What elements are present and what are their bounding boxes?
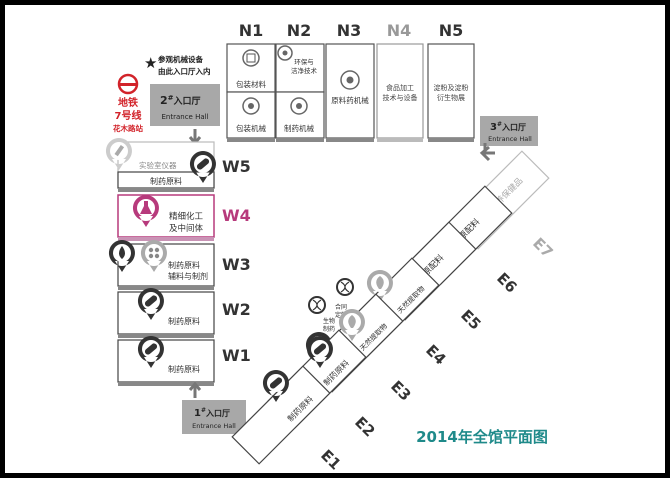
svg-text:2#入口厅: 2#入口厅 (160, 94, 201, 107)
entrance-1-number: 1 (194, 408, 201, 419)
hall-n4[interactable]: 食品加工 技术与设备 (376, 43, 424, 142)
entrance-2-number: 2 (160, 94, 168, 107)
arrow-up-icon (188, 381, 202, 398)
dna-icon (336, 278, 354, 296)
hall-e1[interactable]: 制药原料 (231, 365, 331, 465)
hall-n3-text: 原料药机械 (331, 95, 369, 105)
metro-line-2: 7号线 (115, 109, 142, 122)
hall-n5-label: N5 (439, 21, 464, 40)
hall-n2-bottom-text: 制药机械 (284, 123, 314, 133)
droplet-icon (108, 240, 135, 272)
legend-machinery: ★ 参观机械设备 由此入口厅入内 (144, 54, 211, 76)
entrance-hall-2[interactable]: 2#入口厅 Entrance Hall (150, 84, 220, 146)
hall-n2-top-text-2: 洁净技术 (291, 66, 318, 75)
west-halls: 实验室仪器 制药原料 W5 精细化工 及中间体 W4 (105, 138, 251, 386)
dna-icon (308, 296, 326, 314)
hall-n2-top-text-1: 环保与 (294, 57, 314, 66)
package-icon (242, 49, 260, 67)
metro-station[interactable]: 地铁 7号线 花木路站 (113, 73, 143, 133)
hall-w1-text: 制药原料 (168, 364, 200, 374)
hall-w2[interactable]: 制药原料 W2 (117, 288, 251, 338)
leaf-icon (366, 270, 393, 302)
hall-n4-text-2: 技术与设备 (383, 93, 418, 102)
hall-w3[interactable]: 制药原料 辅料与制剂 W3 (108, 240, 251, 290)
hall-w5-text-2: 制药原料 (150, 176, 182, 186)
hall-n2-label: N2 (287, 21, 312, 40)
hall-w2-label: W2 (222, 300, 251, 319)
entrance-2-cn: 入口厅 (173, 96, 201, 107)
entrance-3-sup: # (497, 121, 502, 128)
metro-line-3: 花木路站 (113, 123, 143, 133)
hall-w2-text: 制药原料 (168, 316, 200, 326)
hall-w1-label: W1 (222, 346, 251, 365)
tablets-icon (140, 240, 167, 272)
hall-w5-text-1: 实验室仪器 (139, 160, 177, 170)
hall-w1[interactable]: 制药原料 W1 (117, 336, 251, 386)
hall-n3[interactable]: 原料药机械 (325, 43, 375, 142)
entrance-1-sup: # (201, 407, 206, 414)
north-halls: N1 包装材料 包装机械 N2 环保与 洁净技术 制药机械 N3 (226, 21, 475, 142)
map-title: 2014年全馆平面图 (416, 428, 548, 446)
arrow-down-left-icon (479, 143, 495, 162)
capsule-pills-icon (189, 151, 216, 183)
hall-w4-text-1: 精细化工 (169, 211, 204, 222)
entrance-3-cn: 入口厅 (501, 123, 526, 132)
legend-line-1: 参观机械设备 (158, 54, 203, 64)
flask-icon (132, 195, 159, 227)
hall-w5-label: W5 (222, 157, 251, 176)
hall-n1[interactable]: 包装材料 包装机械 (226, 43, 276, 142)
hall-e4-mini-4: 制药 (323, 325, 335, 333)
svg-text:1#入口厅: 1#入口厅 (194, 407, 230, 419)
hall-n5[interactable]: 淀粉及淀粉 衍生物展 (427, 43, 475, 142)
legend-line-2: 由此入口厅入内 (158, 66, 211, 76)
hall-w3-text-1: 制药原料 (168, 260, 200, 270)
star-icon: ★ (144, 54, 157, 72)
capsule-pills-icon (137, 288, 164, 320)
hall-n1-top-text: 包装材料 (236, 79, 266, 89)
hall-w4-text-2: 及中间体 (169, 223, 204, 234)
capsule-pills-icon (306, 336, 333, 368)
entrance-2-sup: # (168, 94, 174, 102)
hall-w3-text-2: 辅料与制剂 (168, 271, 208, 281)
hall-n5-text-2: 衍生物展 (437, 93, 465, 102)
hall-n1-bottom-text: 包装机械 (236, 123, 266, 133)
entrance-hall-1[interactable]: 1#入口厅 Entrance Hall (182, 381, 246, 434)
entrance-2-en: Entrance Hall (161, 113, 208, 121)
lab-instrument-icon (105, 138, 132, 170)
leaf-icon (338, 309, 365, 341)
entrance-1-cn: 入口厅 (205, 409, 230, 418)
hall-n3-label: N3 (337, 21, 362, 40)
hall-e4-mini-1: 合同 (335, 303, 347, 311)
capsule-pills-icon (137, 336, 164, 368)
hall-n4-label: N4 (387, 21, 412, 40)
hall-w4[interactable]: 精细化工 及中间体 W4 (117, 194, 251, 241)
entrance-1-en: Entrance Hall (192, 422, 236, 430)
entrance-3-en: Entrance Hall (488, 135, 532, 143)
hall-n1-label: N1 (239, 21, 264, 40)
svg-text:3#入口厅: 3#入口厅 (490, 121, 526, 133)
hall-e4-mini-3: 生物 (323, 317, 335, 325)
hall-w4-label: W4 (222, 206, 251, 225)
metro-line-1: 地铁 (118, 96, 138, 109)
hall-n5-text-1: 淀粉及淀粉 (434, 83, 469, 92)
hall-n4-text-1: 食品加工 (386, 83, 414, 92)
entrance-hall-3[interactable]: 3#入口厅 Entrance Hall (479, 116, 538, 162)
hall-w5[interactable]: 实验室仪器 制药原料 W5 (105, 138, 251, 192)
hall-n2[interactable]: 环保与 洁净技术 制药机械 (275, 43, 325, 142)
hall-w3-label: W3 (222, 255, 251, 274)
entrance-3-number: 3 (490, 122, 497, 133)
capsule-pills-icon (262, 370, 289, 402)
